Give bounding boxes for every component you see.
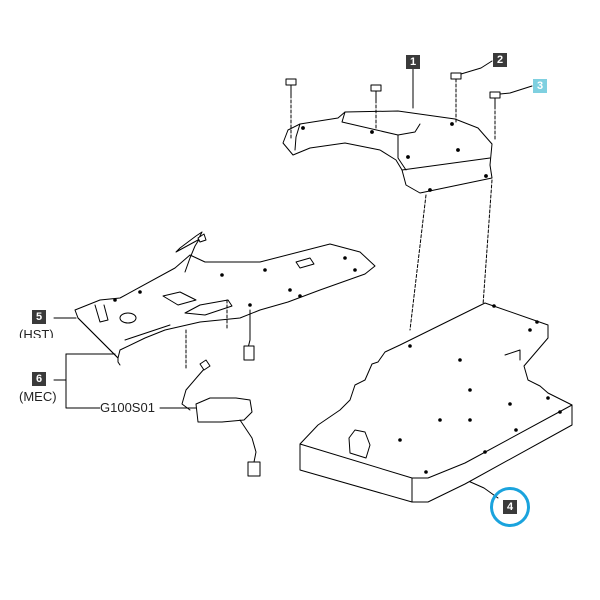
label-harness-code: G100S01 — [100, 400, 155, 415]
callout-6[interactable]: 6 — [32, 372, 46, 386]
callout-4-highlight-circle — [490, 487, 530, 527]
wiring-harness — [181, 359, 261, 477]
leader-line-6 — [65, 353, 106, 409]
label-hst: (HST) — [19, 327, 54, 338]
bolt-icon — [285, 78, 297, 141]
bolt-icon — [489, 91, 501, 141]
under-panel — [74, 231, 376, 366]
cable-icon — [184, 233, 255, 361]
floor-plate — [299, 302, 573, 503]
alignment-line — [482, 179, 493, 306]
callout-2[interactable]: 2 — [493, 53, 507, 67]
callout-3[interactable]: 3 — [533, 79, 547, 93]
top-cover-plate — [282, 110, 493, 194]
alignment-line — [409, 194, 427, 331]
bolt-icon — [370, 84, 382, 131]
callout-1[interactable]: 1 — [406, 55, 420, 69]
nut-icon — [450, 72, 462, 124]
callout-5[interactable]: 5 — [32, 310, 46, 324]
label-mec: (MEC) — [19, 389, 57, 404]
leader-line-2 — [460, 60, 493, 75]
leader-line-3 — [499, 85, 533, 95]
